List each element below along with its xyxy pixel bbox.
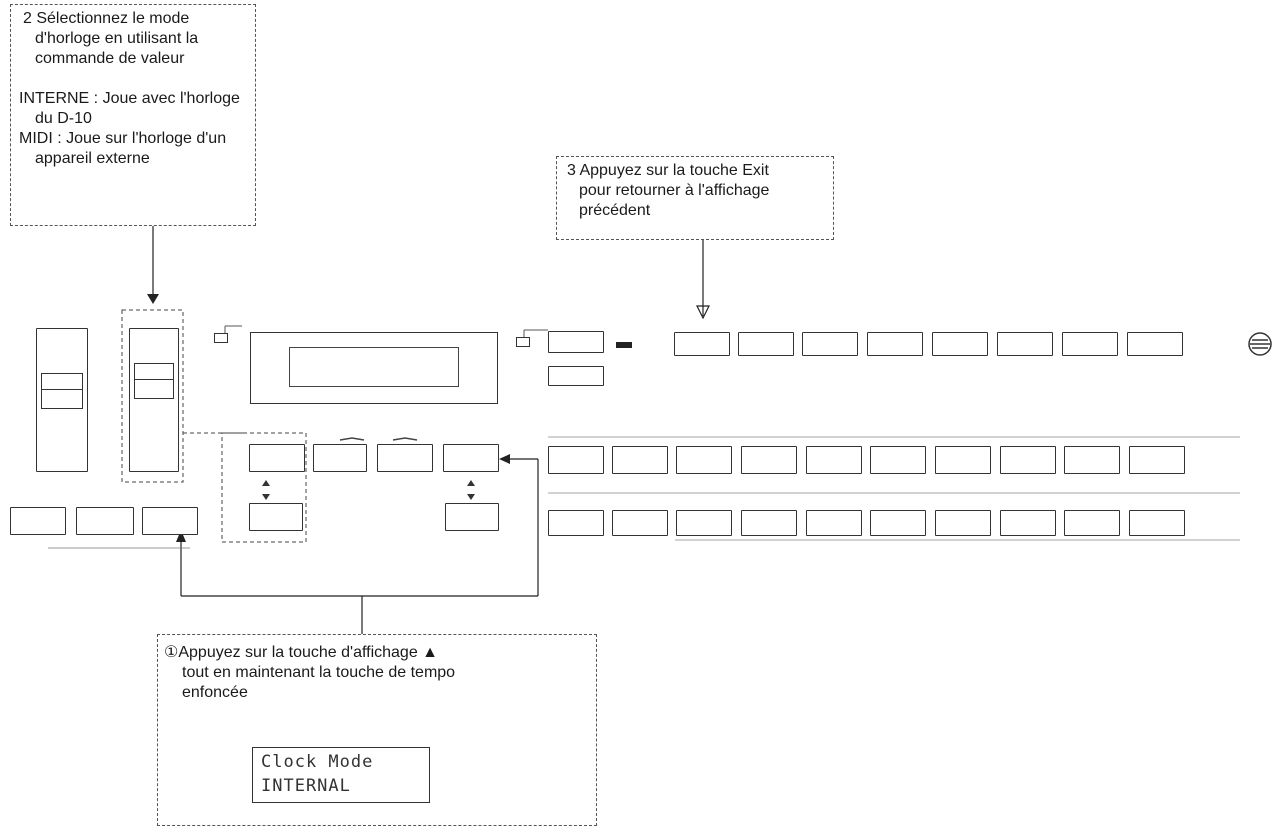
page-down-button[interactable] (313, 444, 367, 472)
callout-step2-line-3: commande de valeur (35, 50, 185, 67)
number-button-3[interactable] (806, 446, 862, 474)
page-up-button[interactable] (377, 444, 433, 472)
number-button-8[interactable] (1129, 446, 1185, 474)
arrowhead-step1-tempo (176, 530, 186, 542)
tone-edit-button[interactable] (548, 331, 604, 353)
number-button-1[interactable] (676, 446, 732, 474)
bank-button-3[interactable] (806, 510, 862, 536)
callout-step2-line-4: INTERNE : Joue avec l'horloge (19, 90, 240, 107)
callout-step3-line-2: pour retourner à l'affichage (579, 182, 770, 199)
display-up-button[interactable] (443, 444, 499, 472)
value-slider-knob[interactable] (134, 363, 174, 399)
callout-step1-line-2: tout en maintenant la touche de tempo (182, 664, 456, 681)
volume-slider-knob[interactable] (41, 373, 83, 409)
lcd-readout: Clock Mode INTERNAL (252, 747, 430, 803)
number-button-2[interactable] (741, 446, 797, 474)
tone-edit-led (516, 337, 530, 347)
group-button-1[interactable] (548, 510, 604, 536)
function-button-6[interactable] (997, 332, 1053, 356)
write-button[interactable] (548, 366, 604, 386)
callout-step2-line-7: appareil externe (35, 150, 150, 167)
lcd-readout-line-1: Clock Mode (261, 752, 374, 772)
callout-step1-line-3: enfoncée (182, 684, 248, 701)
value-slider[interactable] (129, 328, 179, 472)
bank-button-7[interactable] (1064, 510, 1120, 536)
display-button-left[interactable] (249, 444, 305, 472)
callout-step2-line-1: 2 Sélectionnez le mode (23, 10, 190, 27)
bank-button-2[interactable] (741, 510, 797, 536)
arrowhead-step1-display (499, 454, 510, 464)
stop-button[interactable] (10, 507, 66, 535)
arrowhead-step2 (147, 294, 159, 304)
function-button-2[interactable] (738, 332, 794, 356)
main-lcd (250, 332, 498, 404)
number-button-6[interactable] (1000, 446, 1056, 474)
bank-button-4[interactable] (870, 510, 926, 536)
volume-slider[interactable] (36, 328, 88, 472)
start-button[interactable] (76, 507, 134, 535)
function-button-3[interactable] (802, 332, 858, 356)
tempo-button[interactable] (142, 507, 198, 535)
part-button-1[interactable] (548, 446, 604, 474)
number-button-7[interactable] (1064, 446, 1120, 474)
bank-button-1[interactable] (676, 510, 732, 536)
part-button-2[interactable] (612, 446, 668, 474)
midi-led (214, 333, 228, 343)
number-button-4[interactable] (870, 446, 926, 474)
function-button-8[interactable] (1127, 332, 1183, 356)
callout-step1: ①Appuyez sur la touche d'affichage ▲ tou… (157, 634, 597, 826)
bank-button-5[interactable] (935, 510, 991, 536)
lcd-readout-line-2: INTERNAL (261, 776, 351, 796)
bank-button-8[interactable] (1129, 510, 1185, 536)
dark-led (616, 342, 632, 348)
callout-step3-line-1: 3 Appuyez sur la touche Exit (567, 162, 769, 179)
group-button-2[interactable] (612, 510, 668, 536)
bank-button-6[interactable] (1000, 510, 1056, 536)
speaker-grille-icon (1248, 332, 1272, 356)
callout-step2-line-5: du D-10 (35, 110, 92, 127)
exit-button[interactable] (674, 332, 730, 356)
display-down-button[interactable] (445, 503, 499, 531)
callout-step2-line-6: MIDI : Joue sur l'horloge d'un (19, 130, 227, 147)
callout-step2-line-2: d'horloge en utilisant la (35, 30, 199, 47)
number-button-5[interactable] (935, 446, 991, 474)
value-down-button[interactable] (249, 503, 303, 531)
callout-step3-line-3: précédent (579, 202, 651, 219)
callout-step1-line-1: ①Appuyez sur la touche d'affichage ▲ (164, 644, 438, 661)
function-button-5[interactable] (932, 332, 988, 356)
callout-step2: 2 Sélectionnez le mode d'horloge en util… (10, 4, 256, 226)
callout-step3: 3 Appuyez sur la touche Exit pour retour… (556, 156, 834, 240)
arrowhead-step3 (696, 305, 710, 320)
function-button-7[interactable] (1062, 332, 1118, 356)
function-button-4[interactable] (867, 332, 923, 356)
